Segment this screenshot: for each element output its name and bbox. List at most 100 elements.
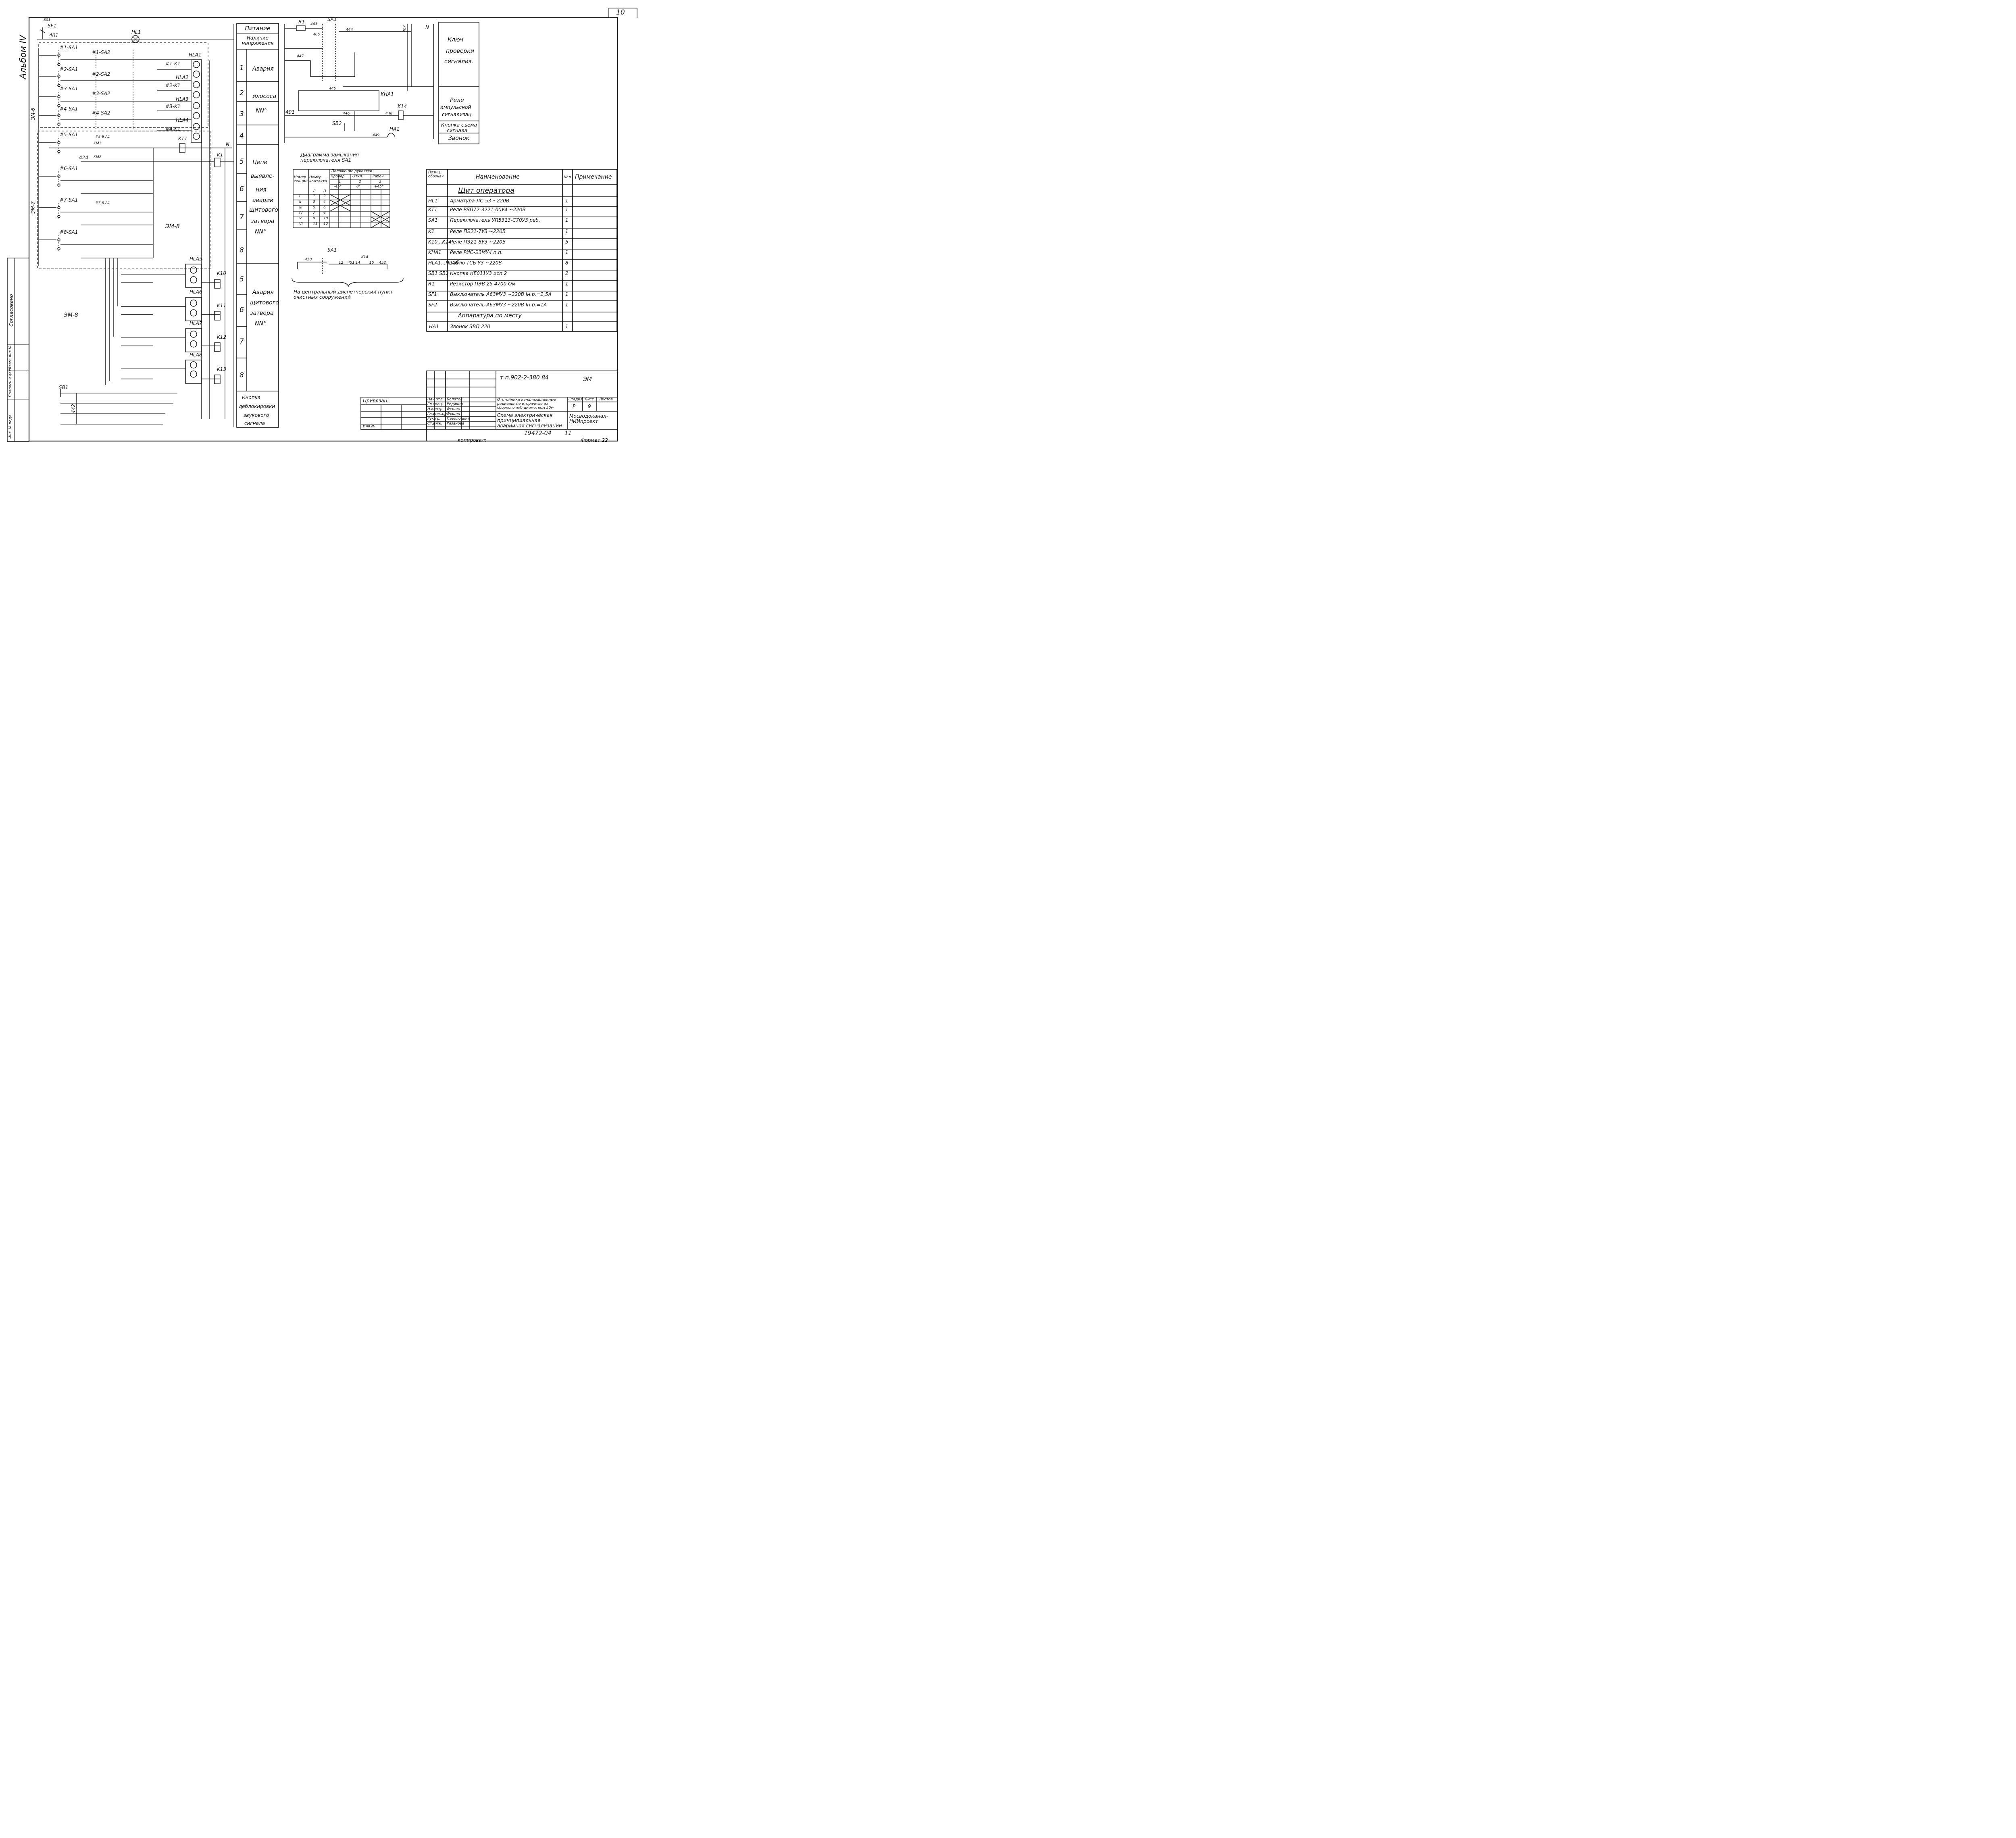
- tb-role-name: Фешин: [447, 407, 460, 411]
- sa1-row-contact-p: 8: [323, 211, 326, 215]
- sa1-row-section: IV: [299, 211, 303, 215]
- right-legend-b4: Звонок: [448, 135, 469, 142]
- n12-label: 12: [339, 261, 344, 265]
- sa2-row3-label: #3-SA2: [92, 91, 110, 96]
- sa1-row-section: II: [299, 200, 302, 204]
- page-number: 10: [616, 8, 625, 17]
- eq-row2-name: Звонок ЗВП 220: [450, 324, 491, 329]
- legend-footer-l4: сигнала: [244, 420, 265, 426]
- legend-header1: Питание: [245, 25, 271, 32]
- eq-row-pos: KT1: [428, 207, 437, 212]
- tb-role-title: Ст.инж.: [427, 422, 443, 426]
- eq-row-name: Реле РВП72-3221-00У4 ~220В: [450, 207, 526, 212]
- legend-footer-l2: деблокировки: [239, 404, 275, 409]
- central-caption: На центральный диспетчерский пункт очист…: [294, 289, 393, 300]
- eq-row-qty: 2: [565, 271, 569, 276]
- sa1-row-contact-p: 12: [323, 222, 328, 226]
- eq-header-note: Примечание: [575, 174, 612, 180]
- eq-row-qty: 5: [565, 239, 569, 245]
- n801-label: 801: [44, 18, 51, 22]
- r1-label: R1: [298, 19, 305, 25]
- eq-row-qty: 1: [565, 229, 569, 234]
- tb-sheets-label: Листов: [599, 398, 613, 402]
- legend-g1-l2: илососа: [252, 93, 277, 100]
- legend-row-num-3: 3: [240, 110, 244, 118]
- legend-header2: Наличие напряжения: [242, 35, 274, 46]
- sa1-row-section: V: [299, 216, 302, 221]
- n-label-mid: N: [226, 142, 229, 147]
- sa1-top-label: SA1: [327, 17, 337, 22]
- tb-archive: 19472-04: [524, 430, 552, 437]
- sa1-row-contact-l: 5: [313, 205, 315, 210]
- hla1-label: HLA1: [189, 52, 202, 58]
- hl1-label: HL1: [131, 29, 141, 35]
- sa2-row1-label: #1-SA2: [92, 50, 110, 55]
- n443-label: 443: [310, 22, 318, 26]
- right-legend-b1-l2: проверки: [446, 48, 474, 54]
- n444-label: 444: [346, 28, 353, 32]
- sb1-label: SB1: [59, 385, 69, 390]
- eq-row-qty: 8: [565, 260, 569, 266]
- hla2-label: HLA2: [176, 75, 189, 80]
- right-legend-b1-l1: Ключ: [448, 37, 463, 43]
- legend-footer-l3: звукового: [244, 412, 269, 418]
- km2-label: KM2: [94, 155, 102, 159]
- km1-label: KM1: [94, 142, 102, 146]
- legend-row-num-1: 1: [240, 64, 244, 72]
- eq-row2-qty: 1: [565, 324, 569, 329]
- tb-org: Мосводоканал-НИИпроект: [569, 413, 608, 425]
- em8-label-left: ЭМ-8: [64, 312, 78, 318]
- eq-row-name: Кнопка КЕ011У3 исп.2: [450, 271, 507, 276]
- sa1-row-section: I: [299, 194, 300, 198]
- sa1-lp-l: Л: [313, 189, 316, 194]
- k12-coil-label: K12: [217, 334, 227, 340]
- sa-row3-label: #3-SA1: [60, 86, 78, 92]
- k1-row3-label: #3-K1: [165, 104, 181, 109]
- sa-row1-label: #1-SA1: [60, 45, 78, 50]
- wire-424-label: 424: [79, 155, 88, 160]
- n445-label: 445: [329, 87, 336, 91]
- hla6-label: HLA6: [190, 289, 202, 295]
- sa1-pos2-name: Откл.: [352, 175, 363, 179]
- k13-coil-label: K13: [217, 366, 227, 372]
- n450-label: 450: [305, 258, 312, 262]
- sa1-pos2-num: 2: [359, 180, 361, 184]
- kt1-label: KT1: [178, 136, 187, 142]
- k10-coil-label: K10: [217, 271, 227, 276]
- legend-g1-l1: Авария: [252, 66, 274, 72]
- stamp-sign-label: Подпись и дата: [8, 367, 12, 397]
- eq-row-name: Арматура ЛС-53 ~220В: [450, 198, 510, 204]
- sa-row6-label: #6-SA1: [60, 166, 78, 171]
- tb-format: Формат 22: [581, 437, 608, 443]
- soglasovano-label: Согласовано: [8, 294, 14, 327]
- sa1-pos3-angle: +45°: [374, 185, 384, 189]
- k11-coil-label: K11: [217, 303, 227, 308]
- n401-label: 401: [49, 33, 58, 38]
- eq-row-pos: SF2: [428, 302, 437, 308]
- n446-label: 446: [343, 112, 350, 116]
- sa1-pos3-name: Рабоч.: [373, 175, 385, 179]
- legend-g3-l2: щитового: [250, 300, 279, 306]
- n452-label: 452: [379, 261, 386, 265]
- tb-inv: Инв.№: [363, 425, 375, 429]
- tb-role-title: Н.контр.: [427, 407, 444, 411]
- right-legend-b2-l1: Реле: [450, 97, 464, 104]
- legend-row-num-7: 7: [240, 213, 244, 221]
- sa-row5-label: #5-SA1: [60, 132, 78, 137]
- stamp-replace-label: Взам. инв.№: [8, 345, 12, 369]
- tb-stage-label: Стадия: [569, 398, 583, 402]
- n449-label: 449: [373, 133, 380, 137]
- legend-g2-l3: ния: [256, 187, 267, 193]
- legend-row-num-2: 2: [240, 89, 244, 97]
- right-legend-b1-l3: сигнализ.: [444, 58, 473, 65]
- eq-row-name: Переключатель УП5313-С70У3 реб.: [450, 217, 540, 223]
- tb-stage: Р: [573, 404, 576, 409]
- a1-56-label: #5,6-A1: [95, 135, 110, 139]
- eq-row-pos: HLA1...HLA8: [428, 260, 458, 266]
- eq-row-pos: SB1 SB2: [428, 271, 449, 276]
- tb-doc-code: т.п.902-2-380 84: [500, 375, 549, 381]
- sa-row4-label: #4-SA1: [60, 106, 78, 112]
- eq-row-qty: 1: [565, 207, 569, 212]
- legend-g2-l6: затвора: [251, 218, 275, 225]
- k1-row4-label: #4-K1: [165, 126, 181, 132]
